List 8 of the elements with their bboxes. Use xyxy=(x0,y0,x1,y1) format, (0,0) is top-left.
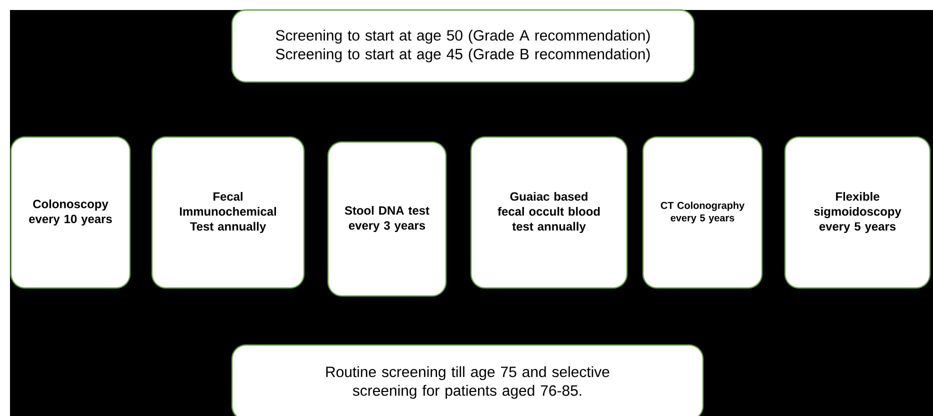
test-box: Colonoscopy every 10 years xyxy=(10,136,131,289)
test-box: Flexible sigmoidoscopy every 5 years xyxy=(784,136,931,289)
test-box: CT Colonography every 5 years xyxy=(642,136,763,289)
banner-box: Screening to start at age 50 (Grade A recommendation) Screening to start at age 45 (Grade B recommendation) xyxy=(231,9,695,83)
test-box: Guaiac based fecal occult blood test annually xyxy=(470,136,628,289)
test-box: Fecal Immunochemical Test annually xyxy=(151,136,305,289)
banner-box: Routine screening till age 75 and selective screening for patients aged 76-85. xyxy=(231,344,704,416)
test-box: Stool DNA test every 3 years xyxy=(327,141,447,297)
